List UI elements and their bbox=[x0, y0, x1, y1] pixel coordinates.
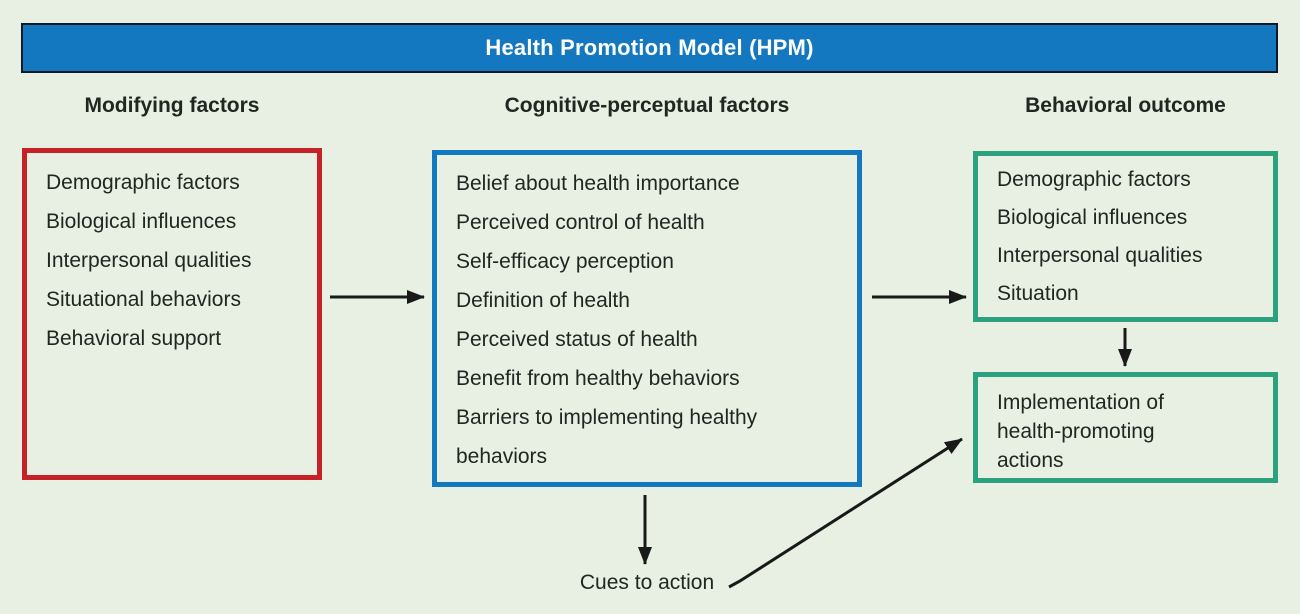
cues-to-action-label: Cues to action bbox=[579, 571, 715, 594]
list-item: Perceived control of health bbox=[456, 211, 705, 234]
list-item: Perceived status of health bbox=[456, 328, 698, 351]
list-item: Self-efficacy perception bbox=[456, 250, 674, 273]
list-item: Demographic factors bbox=[997, 168, 1191, 191]
list-item: Situation bbox=[997, 282, 1079, 305]
list-item: Benefit from healthy behaviors bbox=[456, 367, 740, 390]
column-heading-behavioral-outcome: Behavioral outcome bbox=[1025, 94, 1226, 117]
list-item: Belief about health importance bbox=[456, 172, 740, 195]
modifying-factors-list: Demographic factors Biological influence… bbox=[46, 163, 307, 358]
list-item: Behavioral support bbox=[46, 327, 222, 350]
list-item: Demographic factors bbox=[46, 171, 240, 194]
column-heading-modifying-factors: Modifying factors bbox=[84, 94, 260, 117]
page-title: Health Promotion Model (HPM) bbox=[485, 35, 814, 60]
cognitive-perceptual-factors-box: Belief about health importance Perceived… bbox=[432, 150, 862, 487]
behavioral-outcome-box: Demographic factors Biological influence… bbox=[973, 151, 1278, 322]
list-item: Interpersonal qualities bbox=[997, 244, 1203, 267]
list-item: Interpersonal qualities bbox=[46, 249, 252, 272]
list-item: Biological influences bbox=[997, 206, 1188, 229]
modifying-factors-box: Demographic factors Biological influence… bbox=[22, 148, 322, 480]
cognitive-perceptual-factors-list: Belief about health importance Perceived… bbox=[456, 164, 845, 476]
list-item: Situational behaviors bbox=[46, 288, 241, 311]
list-item: Biological influences bbox=[46, 210, 237, 233]
implementation-box: Implementation of health-promoting actio… bbox=[973, 372, 1278, 483]
column-heading-cognitive-perceptual-factors: Cognitive-perceptual factors bbox=[504, 94, 790, 117]
implementation-text: Implementation of health-promoting actio… bbox=[997, 391, 1164, 472]
title-banner: Health Promotion Model (HPM) bbox=[21, 23, 1278, 73]
behavioral-outcome-list: Demographic factors Biological influence… bbox=[997, 161, 1265, 313]
list-item: Definition of health bbox=[456, 289, 630, 312]
list-item: Barriers to implementing healthy behavio… bbox=[456, 406, 758, 468]
